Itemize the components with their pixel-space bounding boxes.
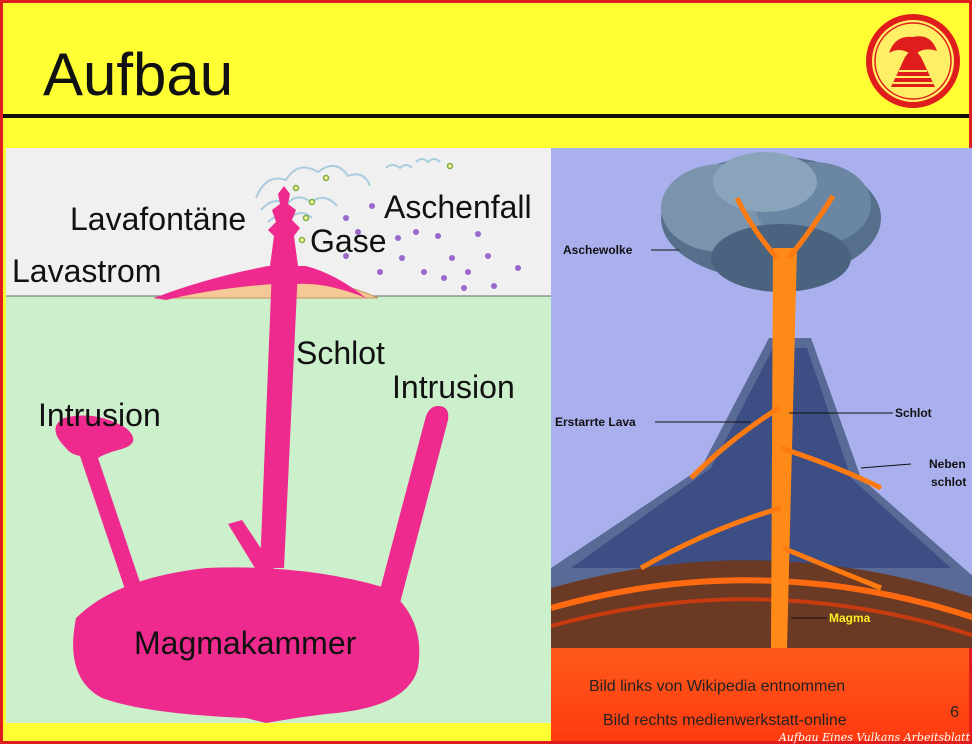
ash-cloud — [661, 152, 881, 292]
conduit — [260, 268, 298, 568]
intrusion-right — [372, 406, 449, 626]
credit-right-image: Bild rechts medienwerkstatt-online — [603, 712, 847, 729]
page-number: 6 — [950, 704, 959, 721]
gas-particles — [292, 162, 454, 244]
label-aschenfall: Aschenfall — [384, 189, 532, 225]
label-schlot-right: Schlot — [895, 406, 932, 420]
ash-particles — [343, 203, 521, 291]
title-band: Aufbau — [3, 3, 969, 115]
footer-caption: Aufbau Eines Vulkans Arbeitsblatt — [778, 731, 970, 744]
label-gase: Gase — [310, 223, 386, 259]
label-nebenschlot-line1: Neben — [929, 457, 966, 471]
label-intrusion-left: Intrusion — [38, 397, 161, 433]
volcano-cross-section-diagram: Lavafontäne Gase Aschenfall Lavastrom Sc… — [6, 148, 551, 723]
label-aschewolke: Aschewolke — [563, 243, 633, 257]
magma-chamber — [73, 567, 420, 723]
slide-title: Aufbau — [43, 41, 234, 108]
volcano-logo-icon — [866, 14, 960, 108]
label-lavafontaene: Lavafontäne — [70, 201, 246, 237]
title-divider — [3, 114, 969, 118]
label-nebenschlot-line2: schlot — [931, 475, 966, 489]
label-magma: Magma — [829, 611, 871, 625]
label-intrusion-right: Intrusion — [392, 369, 515, 405]
label-schlot: Schlot — [296, 335, 385, 371]
image-credits: Bild links von Wikipedia entnommen Bild … — [551, 648, 969, 741]
label-lavastrom: Lavastrom — [12, 253, 161, 289]
intrusion-left — [55, 415, 148, 610]
credit-left-image: Bild links von Wikipedia entnommen — [589, 678, 846, 695]
volcano-illustration: Aschewolke Erstarrte Lava Schlot Neben s… — [551, 148, 972, 648]
label-erstarrte-lava: Erstarrte Lava — [555, 415, 636, 429]
label-magmakammer: Magmakammer — [134, 625, 357, 661]
